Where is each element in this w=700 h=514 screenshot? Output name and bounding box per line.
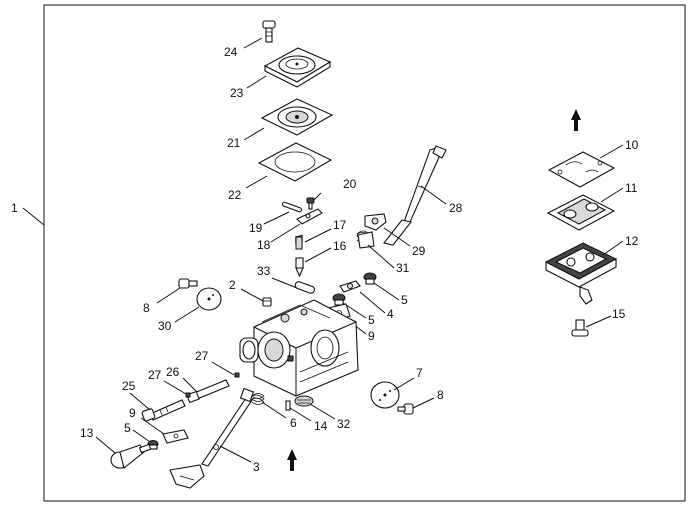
callout-15: 15	[612, 307, 626, 321]
callout-18: 18	[257, 238, 271, 252]
needle-screw-25	[141, 399, 186, 422]
callout-10: 10	[625, 138, 639, 152]
callout-32: 32	[337, 417, 351, 431]
callout-1: 1	[11, 201, 18, 215]
knob-13	[110, 443, 152, 469]
spring-6	[251, 393, 265, 405]
screw-8-right	[397, 403, 414, 415]
callout-27a: 27	[195, 349, 209, 363]
callout-21: 21	[227, 136, 241, 150]
callout-5c: 5	[124, 421, 131, 435]
screw-24	[262, 20, 276, 43]
callout-24: 24	[224, 45, 238, 59]
callout-5b: 5	[368, 313, 375, 327]
callout-23: 23	[230, 86, 244, 100]
leader-1	[22, 207, 45, 226]
gasket-22	[257, 142, 333, 182]
carburetor-body	[239, 299, 359, 397]
callout-3: 3	[253, 460, 260, 474]
metering-lever-18	[296, 208, 323, 225]
callout-4: 4	[387, 307, 394, 321]
callout-29: 29	[412, 244, 426, 258]
callout-11: 11	[625, 181, 638, 195]
pin-27-upper	[234, 372, 240, 378]
washer-5-upper	[363, 272, 377, 285]
pin-19	[281, 201, 303, 213]
cap-2	[262, 297, 272, 307]
pin-14	[285, 400, 291, 411]
gasket-10	[547, 151, 616, 188]
pin-27-lower	[185, 392, 191, 398]
lever-29	[364, 213, 387, 231]
callout-28: 28	[449, 201, 463, 215]
callout-14: 14	[314, 419, 328, 433]
callout-27b: 27	[148, 368, 162, 382]
callout-8a: 8	[143, 301, 150, 315]
callout-26: 26	[166, 365, 180, 379]
arrow-up-icon-lower	[287, 449, 297, 471]
clip-33	[294, 281, 315, 294]
throttle-shaft-28	[383, 145, 447, 246]
spring-31	[356, 230, 375, 249]
callout-30: 30	[158, 319, 172, 333]
washer-5-middle	[332, 293, 346, 306]
callout-12: 12	[625, 234, 639, 248]
callout-8b: 8	[437, 388, 444, 402]
plate-9-left	[162, 429, 189, 444]
adjuster-26	[186, 379, 230, 404]
callout-17: 17	[333, 218, 347, 232]
lever-4	[339, 280, 361, 293]
cover-plate-30	[196, 287, 222, 311]
screw-15	[571, 319, 589, 337]
callout-16: 16	[333, 239, 347, 253]
cover-plate-7	[370, 381, 400, 409]
callout-19: 19	[249, 221, 263, 235]
pump-cover-23	[263, 47, 332, 88]
spring-17	[294, 234, 304, 250]
screw-20	[306, 197, 315, 210]
callout-31: 31	[396, 261, 410, 275]
diaphragm-21	[260, 98, 334, 136]
callout-6: 6	[290, 416, 297, 430]
filter-32	[294, 395, 314, 407]
callout-9b: 9	[129, 406, 136, 420]
choke-shaft-3	[169, 387, 255, 489]
callout-13: 13	[80, 426, 94, 440]
needle-16	[295, 257, 304, 278]
arrow-up-icon-right	[571, 109, 581, 131]
callout-33: 33	[257, 264, 271, 278]
callout-20: 20	[343, 177, 357, 191]
diagram-frame	[43, 4, 686, 502]
screw-8-left	[178, 278, 198, 289]
pump-body-12	[544, 242, 618, 305]
callout-2: 2	[229, 278, 236, 292]
callout-7: 7	[416, 366, 423, 380]
callout-9a: 9	[368, 329, 375, 343]
callout-25: 25	[122, 379, 136, 393]
callout-5a: 5	[401, 293, 408, 307]
callout-22: 22	[228, 188, 242, 202]
diaphragm-11	[546, 194, 616, 231]
